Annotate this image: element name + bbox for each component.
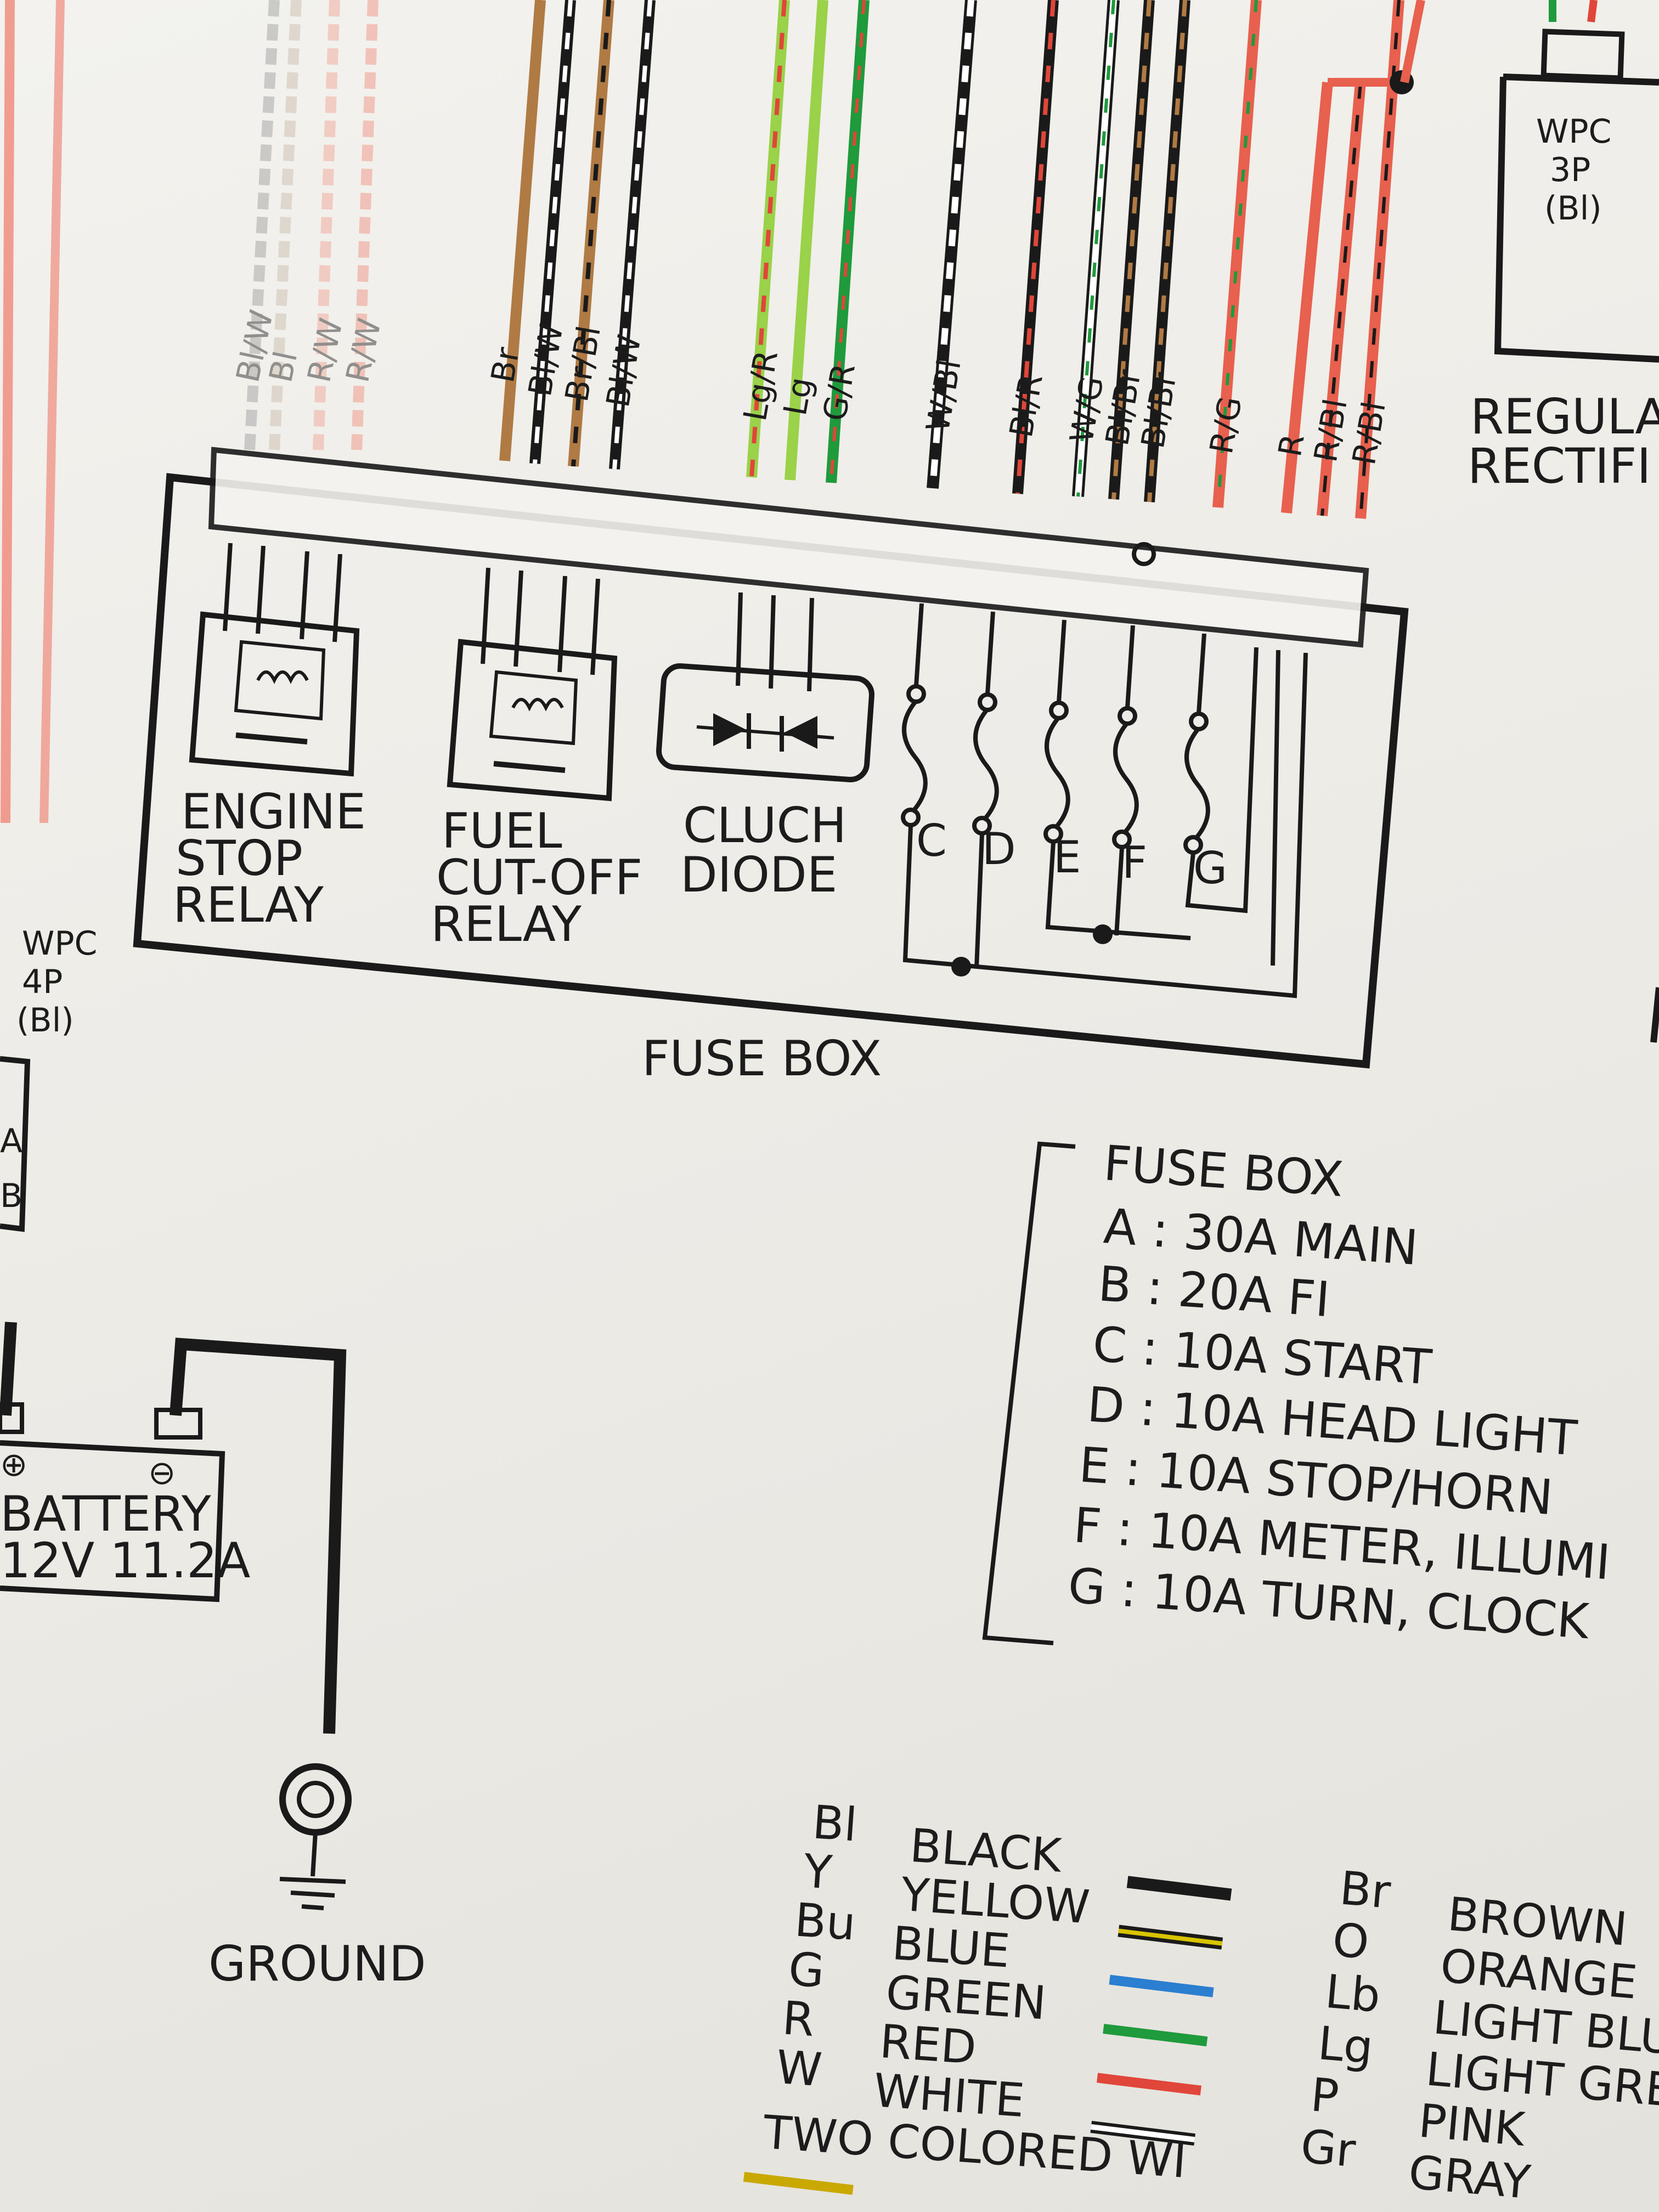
ground-label: GROUND — [208, 1936, 426, 1992]
regulator-connector-name: WPC — [1536, 112, 1611, 151]
regulator-connector: WPC 3P (Bl) REGULA RECTIFI — [1468, 0, 1659, 494]
legend-name: GRAY — [1407, 2145, 1533, 2209]
legend-code: O — [1330, 1912, 1371, 1969]
legend-name: PINK — [1417, 2094, 1528, 2157]
legend-swatch-red — [1096, 2073, 1201, 2096]
fuse-letter-d: D — [982, 823, 1016, 874]
left-connector-color: (Bl) — [16, 1001, 74, 1040]
wire-label: R/G — [1203, 393, 1249, 456]
faded-wire-group: Bl/W Bl R/W R/W — [229, 0, 388, 450]
legend-code: Bl — [811, 1795, 859, 1852]
legend-swatch-yellow-stripe — [1118, 1928, 1223, 1946]
wire-label: R — [1271, 431, 1312, 460]
wire-label: W/Bl — [919, 357, 968, 435]
fuse-letter-f: F — [1122, 837, 1147, 888]
fuel-cutoff-relay-label: CUT-OFF — [436, 849, 642, 906]
legend-name: WHITE — [872, 2063, 1026, 2128]
legend-swatch-black — [1126, 1876, 1232, 1901]
clutch-diode: CLUCH DIODE — [656, 663, 874, 903]
wire-label: Bl/R — [1002, 371, 1050, 441]
fuse-letter-c: C — [916, 815, 947, 866]
legend-code: Bu — [793, 1893, 857, 1950]
legend-name: YELLOW — [899, 1867, 1091, 1934]
legend-code: Y — [802, 1844, 834, 1899]
regulator-label: RECTIFI — [1468, 438, 1651, 494]
legend-code: G — [787, 1942, 826, 1998]
legend-code: W — [775, 2040, 824, 2097]
fuse-letter-e: E — [1053, 832, 1081, 883]
legend-code: R — [781, 1991, 816, 2047]
clutch-diode-label: CLUCH — [683, 797, 847, 854]
regulator-label: REGULA — [1470, 388, 1659, 445]
battery-minus-icon: ⊖ — [148, 1454, 176, 1492]
wire-label: Lg — [776, 375, 820, 419]
legend-name: BLUE — [890, 1916, 1012, 1978]
regulator-connector-pins: 3P — [1550, 151, 1590, 189]
legend-code: Gr — [1299, 2119, 1358, 2177]
fuse-table-title: FUSE BOX — [1102, 1135, 1345, 1207]
battery-label: BATTERY — [0, 1486, 211, 1542]
clutch-diode-label: DIODE — [680, 847, 837, 903]
engine-stop-relay-label: RELAY — [173, 877, 324, 933]
legend-code: Lg — [1316, 2016, 1375, 2074]
legend-code: Lb — [1323, 1965, 1383, 2023]
battery-plus-icon: ⊕ — [0, 1446, 27, 1484]
legend-name: BLACK — [908, 1819, 1064, 1883]
fuse-box: ENGINE STOP RELAY FUEL CUT-OFF RELAY CLU… — [133, 447, 1409, 1087]
fuse-rating-table: FUSE BOX A : 30A MAIN B : 20A FI C : 10A… — [982, 1135, 1612, 1650]
legend-swatch-two-colored — [743, 2171, 854, 2195]
fuel-cutoff-relay-label: FUEL — [442, 803, 562, 859]
fuse-symbols — [901, 603, 1308, 998]
engine-stop-relay-label: STOP — [176, 830, 303, 887]
battery-spec: 12V 11.2A — [0, 1532, 250, 1589]
fuel-cutoff-relay: FUEL CUT-OFF RELAY — [431, 639, 642, 952]
ground: GROUND — [208, 1763, 426, 1992]
wire-label: Bl/W — [599, 332, 648, 410]
left-connector-pins: 4P — [22, 963, 63, 1001]
fuse-letter-g: G — [1193, 843, 1227, 894]
legend-swatch-blue — [1109, 1974, 1214, 1997]
engine-stop-relay-label: ENGINE — [181, 783, 366, 840]
left-edge-wires — [1, 0, 65, 823]
regulator-connector-color: (Bl) — [1544, 189, 1602, 228]
faded-wire-label: Bl — [262, 348, 304, 386]
color-legend: Bl BLACK Y YELLOW Bu BLUE G GREEN R RED … — [743, 1795, 1659, 2209]
left-connector-pin-a: A — [0, 1122, 22, 1160]
legend-name: RED — [878, 2015, 978, 2075]
legend-swatch-white-stripe — [1091, 2124, 1195, 2142]
fuel-cutoff-relay-label: RELAY — [431, 896, 582, 952]
left-connector-pin-b: B — [0, 1177, 22, 1215]
engine-stop-relay: ENGINE STOP RELAY — [173, 611, 366, 933]
legend-swatch-green — [1103, 2024, 1208, 2047]
battery: ⊕ ⊖ BATTERY 12V 11.2A — [0, 1322, 347, 1734]
legend-code: Br — [1338, 1861, 1393, 1919]
left-connector-name: WPC — [22, 924, 97, 963]
legend-code: P — [1308, 2068, 1341, 2124]
harness-wires — [499, 0, 1425, 519]
wire-label: Br — [484, 345, 527, 386]
right-edge-line — [1650, 987, 1659, 1043]
wire-label: G/R — [816, 360, 862, 424]
legend-name: GREEN — [884, 1965, 1048, 2030]
fuse-box-label: FUSE BOX — [642, 1030, 882, 1087]
left-connector: WPC 4P (Bl) A B — [0, 924, 97, 1232]
